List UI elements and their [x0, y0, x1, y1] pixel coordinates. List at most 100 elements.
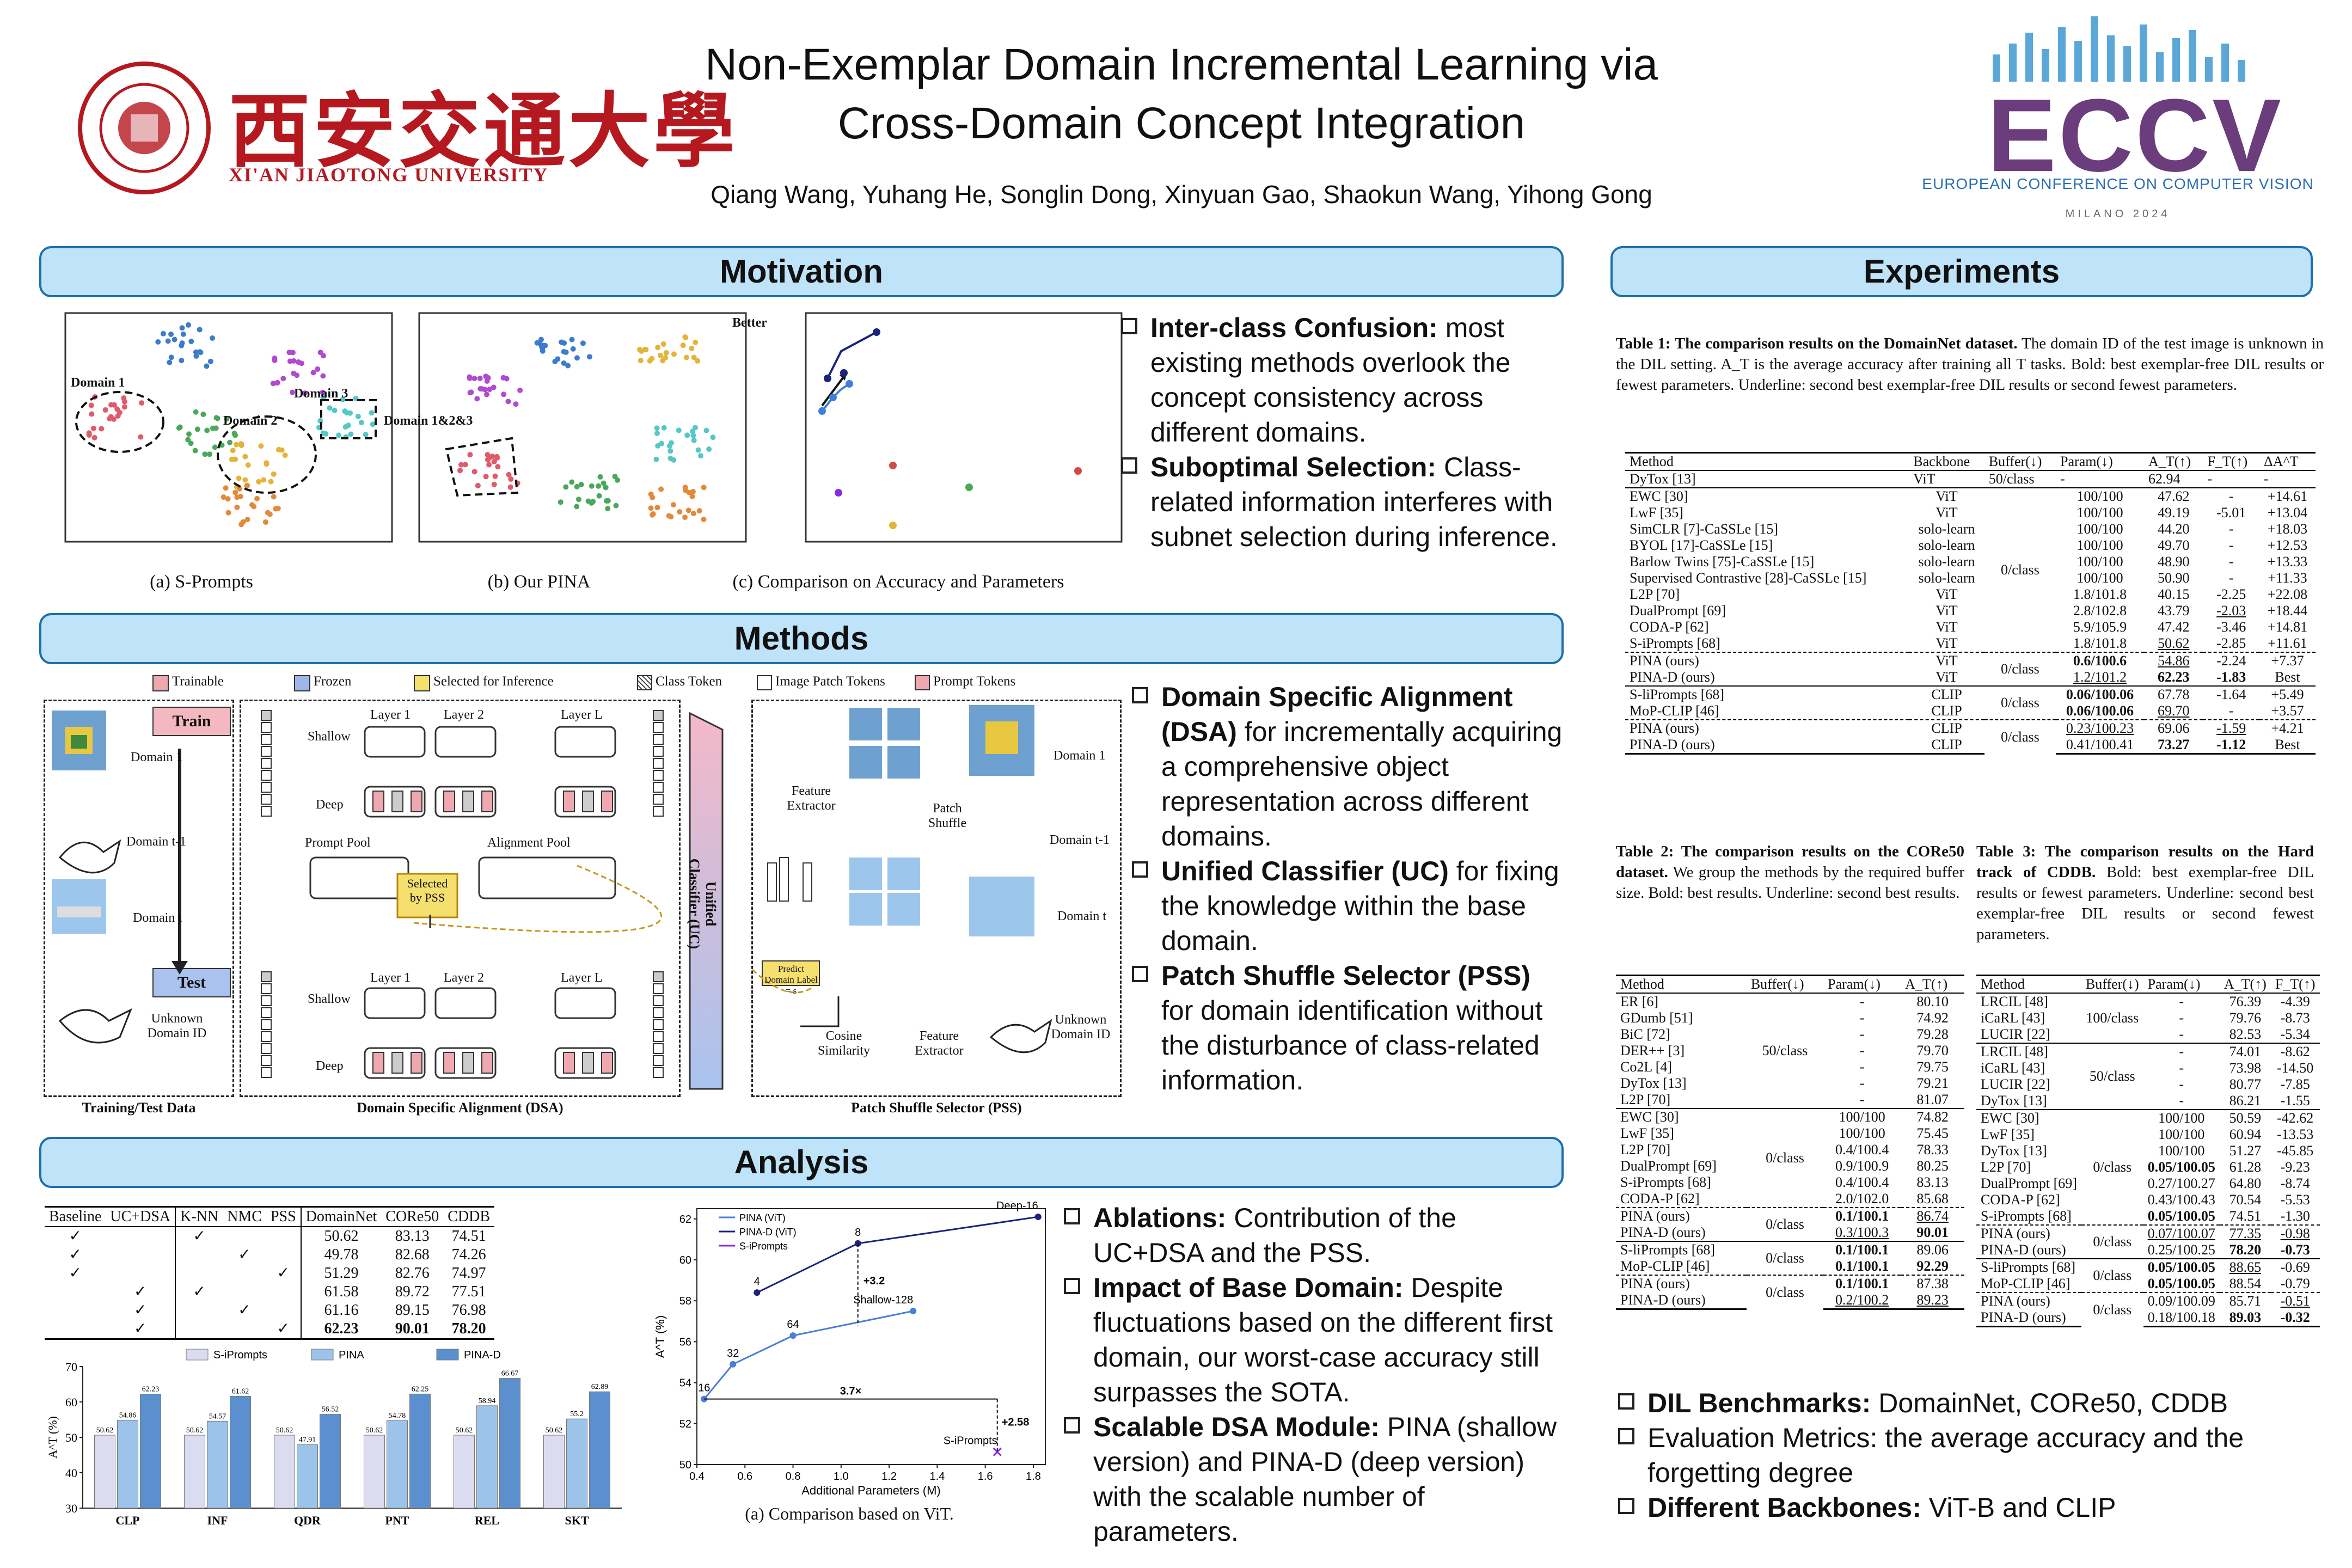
scatter-point [204, 427, 210, 433]
token-cell [261, 758, 272, 769]
scatter-point [107, 416, 113, 422]
prompt-block [563, 791, 575, 812]
scatter-point [682, 485, 688, 491]
comparison-point [824, 375, 831, 382]
scatter-point [685, 507, 691, 513]
scatter-point [589, 483, 595, 489]
city-skyline-icon [1993, 16, 2245, 82]
scatter-point [234, 504, 240, 510]
layer-block [554, 987, 616, 1019]
bar [499, 1378, 520, 1509]
data-point [754, 1289, 761, 1296]
bar-value-label: 56.52 [322, 1406, 339, 1414]
scatter-point [580, 340, 586, 346]
data-point [910, 1308, 917, 1314]
bar-value-label: 50.62 [456, 1426, 473, 1435]
label-unified-classifier: Unified Classifier (UC) [687, 858, 719, 950]
scatter-point [484, 391, 490, 397]
table-row: Co2L [4]-79.75 [1620, 1059, 1949, 1075]
scatter-point [540, 348, 546, 354]
scatter-point [698, 453, 704, 459]
scatter-point [261, 477, 267, 483]
data-point [993, 1447, 1002, 1456]
scatter-point [474, 396, 480, 402]
table-row: DER++ [3]-79.70 [1620, 1043, 1949, 1058]
scatter-point [486, 462, 492, 468]
label-feature-extractor-top: Feature Extractor [787, 784, 836, 813]
prompt-token-icon [915, 675, 930, 690]
table-row: LUCIR [22]-82.53-5.34 [1981, 1026, 2310, 1042]
y-tick-label: 52 [679, 1418, 691, 1430]
prompt-block [601, 1052, 613, 1074]
scatter-point [186, 431, 192, 437]
scatter-point [370, 421, 376, 427]
scatter-point [686, 489, 692, 495]
scatter-point [660, 341, 666, 347]
frozen-icon [294, 675, 310, 691]
scatter-point [491, 458, 497, 464]
table-row: LRCIL [48]50/class-74.01-8.62 [1976, 1043, 2320, 1110]
scatter-point [232, 456, 238, 462]
bar-value-label: 50.62 [186, 1426, 204, 1435]
label-domain-1: Domain 1 [131, 750, 183, 764]
scatter-point [597, 474, 603, 480]
scatter-point [578, 481, 584, 487]
bar-value-label: 47.91 [299, 1436, 316, 1444]
bar [454, 1435, 475, 1509]
legend-label: PINA-D [464, 1349, 501, 1361]
scatter-point [193, 349, 199, 355]
scatter-point [701, 485, 707, 491]
table-row: iCaRL [43]-73.98-14.50 [1981, 1060, 2314, 1076]
scatter-point [683, 335, 689, 341]
table-row: DyTox [13]-86.21-1.55 [1981, 1093, 2310, 1108]
scatter-point [262, 519, 268, 525]
scatter-point [271, 471, 277, 477]
scatter-point [188, 440, 194, 446]
scatter-point [655, 443, 661, 449]
bar-value-label: 66.67 [501, 1370, 519, 1378]
motivation-bullets: Inter-class Confusion: most existing met… [1119, 310, 1565, 554]
scatter-point [99, 426, 105, 432]
scatter-point [487, 387, 493, 393]
legend-swatch [186, 1349, 209, 1361]
scatter-point [210, 425, 216, 431]
checkbox-icon [1132, 966, 1148, 982]
comparison-point [873, 328, 880, 336]
table-row: iCaRL [43]-79.76-8.73 [1981, 1010, 2310, 1026]
bar-value-label: 50.62 [546, 1426, 563, 1435]
x-tick-label: 0.8 [786, 1471, 801, 1483]
scatter-point [601, 480, 607, 486]
scatter-point [336, 432, 342, 438]
bullet-evaluation-metrics: Evaluation Metrics: the average accuracy… [1616, 1420, 2324, 1490]
table1-caption: Table 1: The comparison results on the D… [1616, 335, 2324, 394]
section-analysis: Analysis [39, 1137, 1564, 1188]
y-tick-label: 62 [679, 1214, 691, 1226]
label-layerL-bottom: Layer L [561, 971, 603, 985]
scatter-point [462, 462, 468, 468]
scatter-point [690, 511, 696, 517]
scatter-point [282, 452, 288, 458]
scatter-point [280, 376, 286, 382]
bar [364, 1435, 385, 1509]
scatter-point [249, 502, 255, 508]
y-tick-label: 60 [679, 1254, 691, 1266]
x-tick-label: 1.0 [834, 1471, 849, 1483]
legend-label: PINA (ViT) [739, 1212, 786, 1223]
scatter-point [671, 457, 677, 463]
scatter-point [650, 494, 656, 500]
label-prompt-pool: Prompt Pool [305, 836, 371, 850]
scatter-point [267, 511, 273, 517]
token-cell [653, 758, 664, 769]
